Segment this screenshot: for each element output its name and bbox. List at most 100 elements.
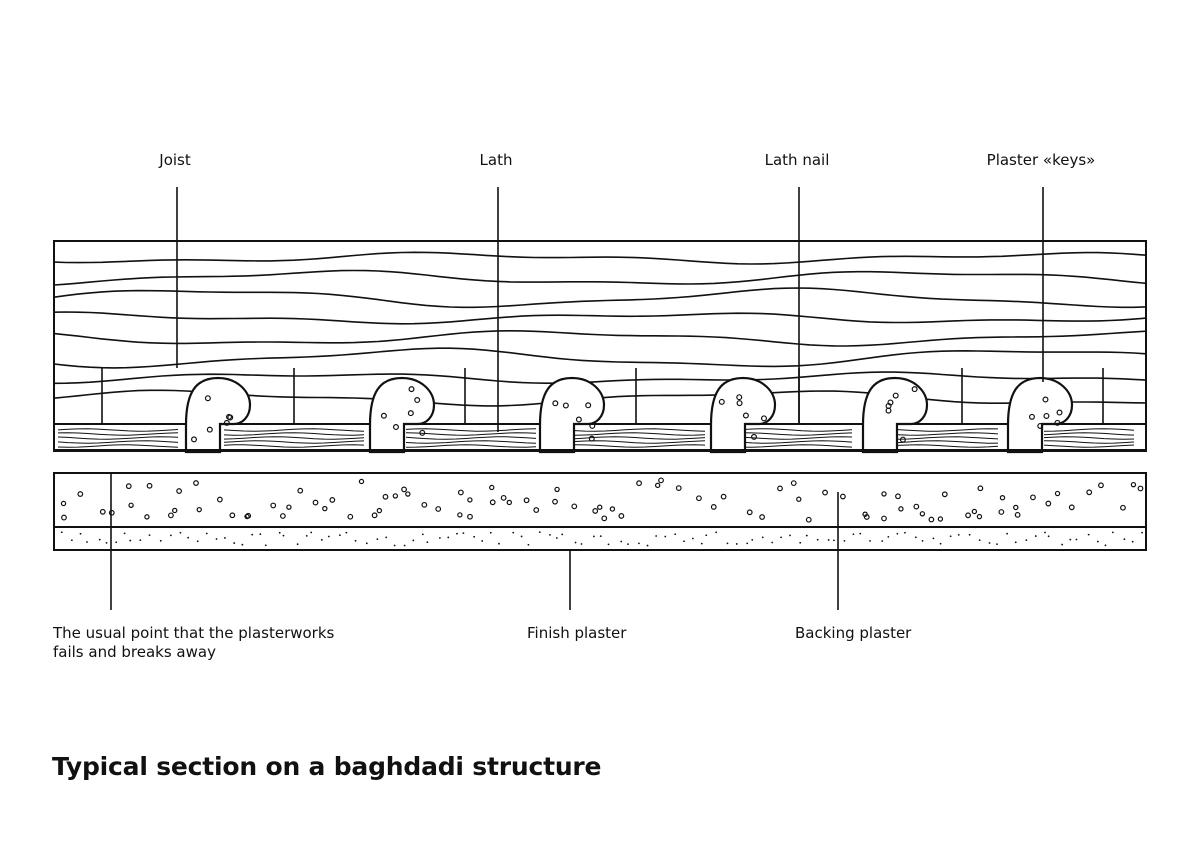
label-plaster-keys: Plaster «keys» — [986, 151, 1096, 169]
sand-grain — [421, 533, 424, 536]
sand-grain — [520, 535, 523, 538]
sand-grain — [538, 531, 541, 534]
sand-grain — [978, 539, 981, 541]
aggregate — [552, 498, 558, 505]
sand-grain — [852, 533, 855, 536]
aggregate — [196, 506, 202, 513]
sand-grain — [148, 534, 151, 537]
sand-grain — [771, 541, 774, 544]
sand-grain — [179, 531, 182, 534]
aggregate — [790, 480, 797, 487]
sand-grain — [580, 543, 583, 545]
sand-grain — [1131, 540, 1134, 543]
aggregate — [229, 512, 236, 519]
sand-grain — [843, 540, 846, 542]
label-failure-point-line2: fails and breaks away — [53, 643, 216, 661]
label-failure-point: The usual point that the plasterworks fa… — [53, 624, 373, 662]
aggregate — [822, 489, 828, 496]
aggregate — [977, 485, 984, 492]
aggregate — [176, 488, 183, 494]
aggregate — [329, 497, 336, 503]
aggregate — [928, 516, 935, 523]
aggregate — [998, 509, 1005, 515]
joist-outline — [53, 240, 1147, 451]
aggregate — [312, 499, 319, 506]
sand-grain — [159, 539, 162, 542]
sand-grain — [473, 535, 476, 538]
aggregate — [1030, 494, 1036, 501]
sand-grain — [376, 538, 379, 541]
plaster-key — [709, 376, 777, 454]
leader-lines — [110, 187, 1044, 610]
aggregate — [523, 497, 530, 504]
joist-wood-grain — [53, 251, 1147, 407]
aggregate — [937, 516, 944, 522]
aggregate — [1130, 481, 1137, 488]
aggregate — [244, 513, 250, 520]
aggregate — [597, 504, 603, 510]
sand-grain — [599, 535, 602, 538]
aggregate — [144, 514, 150, 520]
sand-grain — [655, 535, 658, 537]
sand-grain — [60, 531, 63, 534]
aggregate — [193, 480, 199, 486]
sand-grain — [620, 540, 623, 543]
aggregate — [1137, 485, 1144, 492]
label-lath: Lath — [479, 151, 513, 169]
aggregate — [168, 512, 174, 519]
sand-grain — [761, 536, 764, 539]
sand-grain — [215, 538, 218, 540]
finish-plaster-band — [53, 526, 1147, 551]
sand-grain — [1014, 541, 1017, 544]
sand-grain — [512, 531, 515, 534]
sand-grain — [968, 533, 971, 536]
sand-grain — [224, 537, 226, 539]
aggregate — [347, 513, 354, 520]
sand-grain — [282, 534, 285, 537]
aggregate — [467, 513, 473, 520]
aggregate — [506, 499, 513, 506]
finish-plaster-layer — [53, 526, 1147, 551]
aggregate — [601, 515, 608, 522]
aggregate — [457, 512, 463, 518]
plaster-keys — [184, 376, 1074, 454]
plaster-key — [538, 376, 606, 454]
aggregate — [286, 504, 292, 510]
sand-grain — [489, 531, 492, 534]
sand-grain — [746, 542, 749, 545]
aggregate — [99, 508, 106, 515]
sand-grain — [527, 543, 530, 546]
aggregate — [125, 483, 132, 490]
sand-grain — [233, 542, 236, 544]
sand-grain — [259, 533, 262, 536]
grain-line — [53, 347, 1147, 369]
aggregate — [840, 493, 846, 500]
aggregate — [358, 478, 365, 485]
sand-grain — [187, 536, 190, 539]
sand-grain — [832, 539, 835, 542]
aggregate — [61, 514, 67, 521]
sand-grain — [780, 536, 783, 539]
plaster-key — [184, 376, 252, 454]
aggregate — [720, 493, 727, 500]
grain-line — [53, 251, 1147, 265]
aggregate — [696, 495, 702, 502]
aggregate — [146, 482, 153, 489]
aggregate — [60, 500, 67, 507]
label-joist: Joist — [159, 151, 191, 169]
sand-grain — [264, 544, 267, 547]
aggregate — [270, 502, 277, 509]
aggregate — [1013, 504, 1019, 511]
sand-grain — [957, 533, 960, 536]
aggregate — [618, 513, 625, 519]
sand-grain — [129, 539, 132, 542]
sand-grain — [98, 538, 101, 541]
grain-line — [53, 329, 1147, 347]
aggregate — [489, 484, 495, 491]
sand-grain — [241, 543, 244, 546]
plaster-key — [861, 376, 929, 454]
sand-grain — [705, 534, 708, 537]
sand-grain — [327, 535, 330, 538]
sand-grain — [1025, 539, 1028, 542]
sand-grain — [896, 532, 899, 535]
